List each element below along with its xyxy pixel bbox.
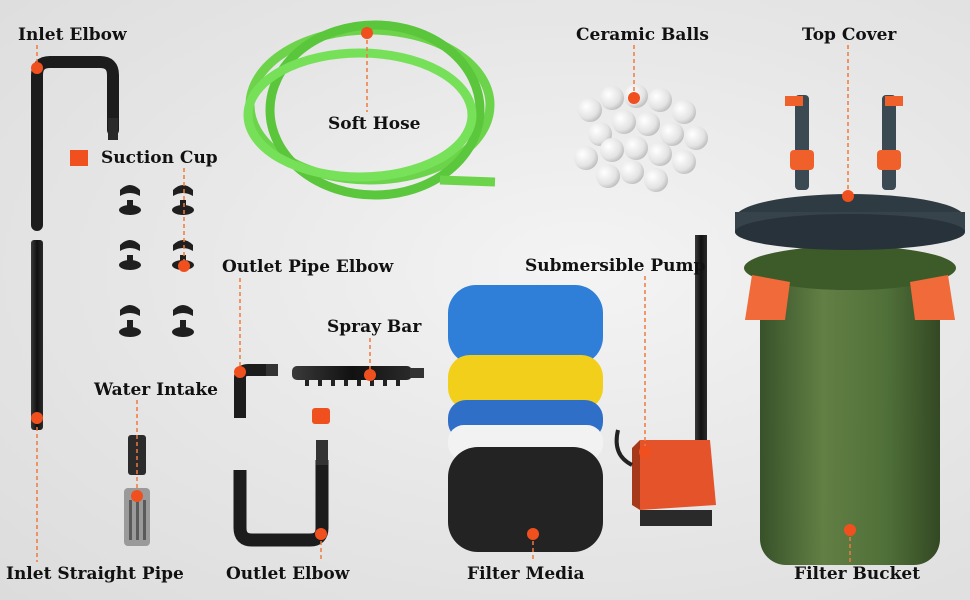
submersible-pump-marker bbox=[639, 446, 651, 458]
label-suction-cup: Suction Cup bbox=[101, 148, 218, 168]
water-intake-marker bbox=[131, 490, 143, 502]
suction-cup-marker bbox=[178, 260, 190, 272]
filter-media bbox=[448, 285, 603, 552]
marker-dots bbox=[31, 27, 856, 540]
soft-hose-marker bbox=[361, 27, 373, 39]
submersible-pump bbox=[614, 235, 716, 526]
ceramic-balls-marker bbox=[628, 92, 640, 104]
inlet-straight-pipe bbox=[31, 240, 43, 430]
filter-media-marker bbox=[527, 528, 539, 540]
label-spray-bar: Spray Bar bbox=[327, 317, 422, 337]
leader-lines bbox=[36, 33, 851, 562]
label-inlet-straight-pipe: Inlet Straight Pipe bbox=[6, 564, 184, 584]
water-intake bbox=[124, 435, 150, 546]
spray-bar bbox=[292, 366, 424, 386]
label-outlet-pipe-elbow: Outlet Pipe Elbow bbox=[222, 257, 394, 277]
spray-bar-marker bbox=[364, 369, 376, 381]
label-ceramic-balls: Ceramic Balls bbox=[576, 25, 709, 45]
label-filter-media: Filter Media bbox=[467, 564, 585, 584]
outlet-pipe-elbow-marker bbox=[234, 366, 246, 378]
filter-bucket-marker bbox=[844, 524, 856, 536]
outlet-elbow bbox=[233, 408, 330, 547]
ceramic-balls bbox=[574, 84, 708, 192]
inlet-straight-pipe-marker bbox=[31, 412, 43, 424]
inlet-elbow-marker bbox=[31, 62, 43, 74]
label-outlet-elbow: Outlet Elbow bbox=[226, 564, 350, 584]
suction-cups bbox=[70, 150, 194, 337]
outlet-elbow-marker bbox=[315, 528, 327, 540]
label-inlet-elbow: Inlet Elbow bbox=[18, 25, 127, 45]
inlet-elbow bbox=[31, 56, 119, 231]
soft-hose bbox=[243, 20, 496, 200]
top-cover-marker bbox=[842, 190, 854, 202]
filter-bucket bbox=[744, 246, 956, 565]
label-filter-bucket: Filter Bucket bbox=[794, 564, 921, 584]
top-cover bbox=[735, 95, 965, 250]
label-soft-hose: Soft Hose bbox=[328, 114, 421, 134]
label-water-intake: Water Intake bbox=[94, 380, 218, 400]
label-top-cover: Top Cover bbox=[802, 25, 897, 45]
label-submersible-pump: Submersible Pump bbox=[525, 256, 706, 276]
